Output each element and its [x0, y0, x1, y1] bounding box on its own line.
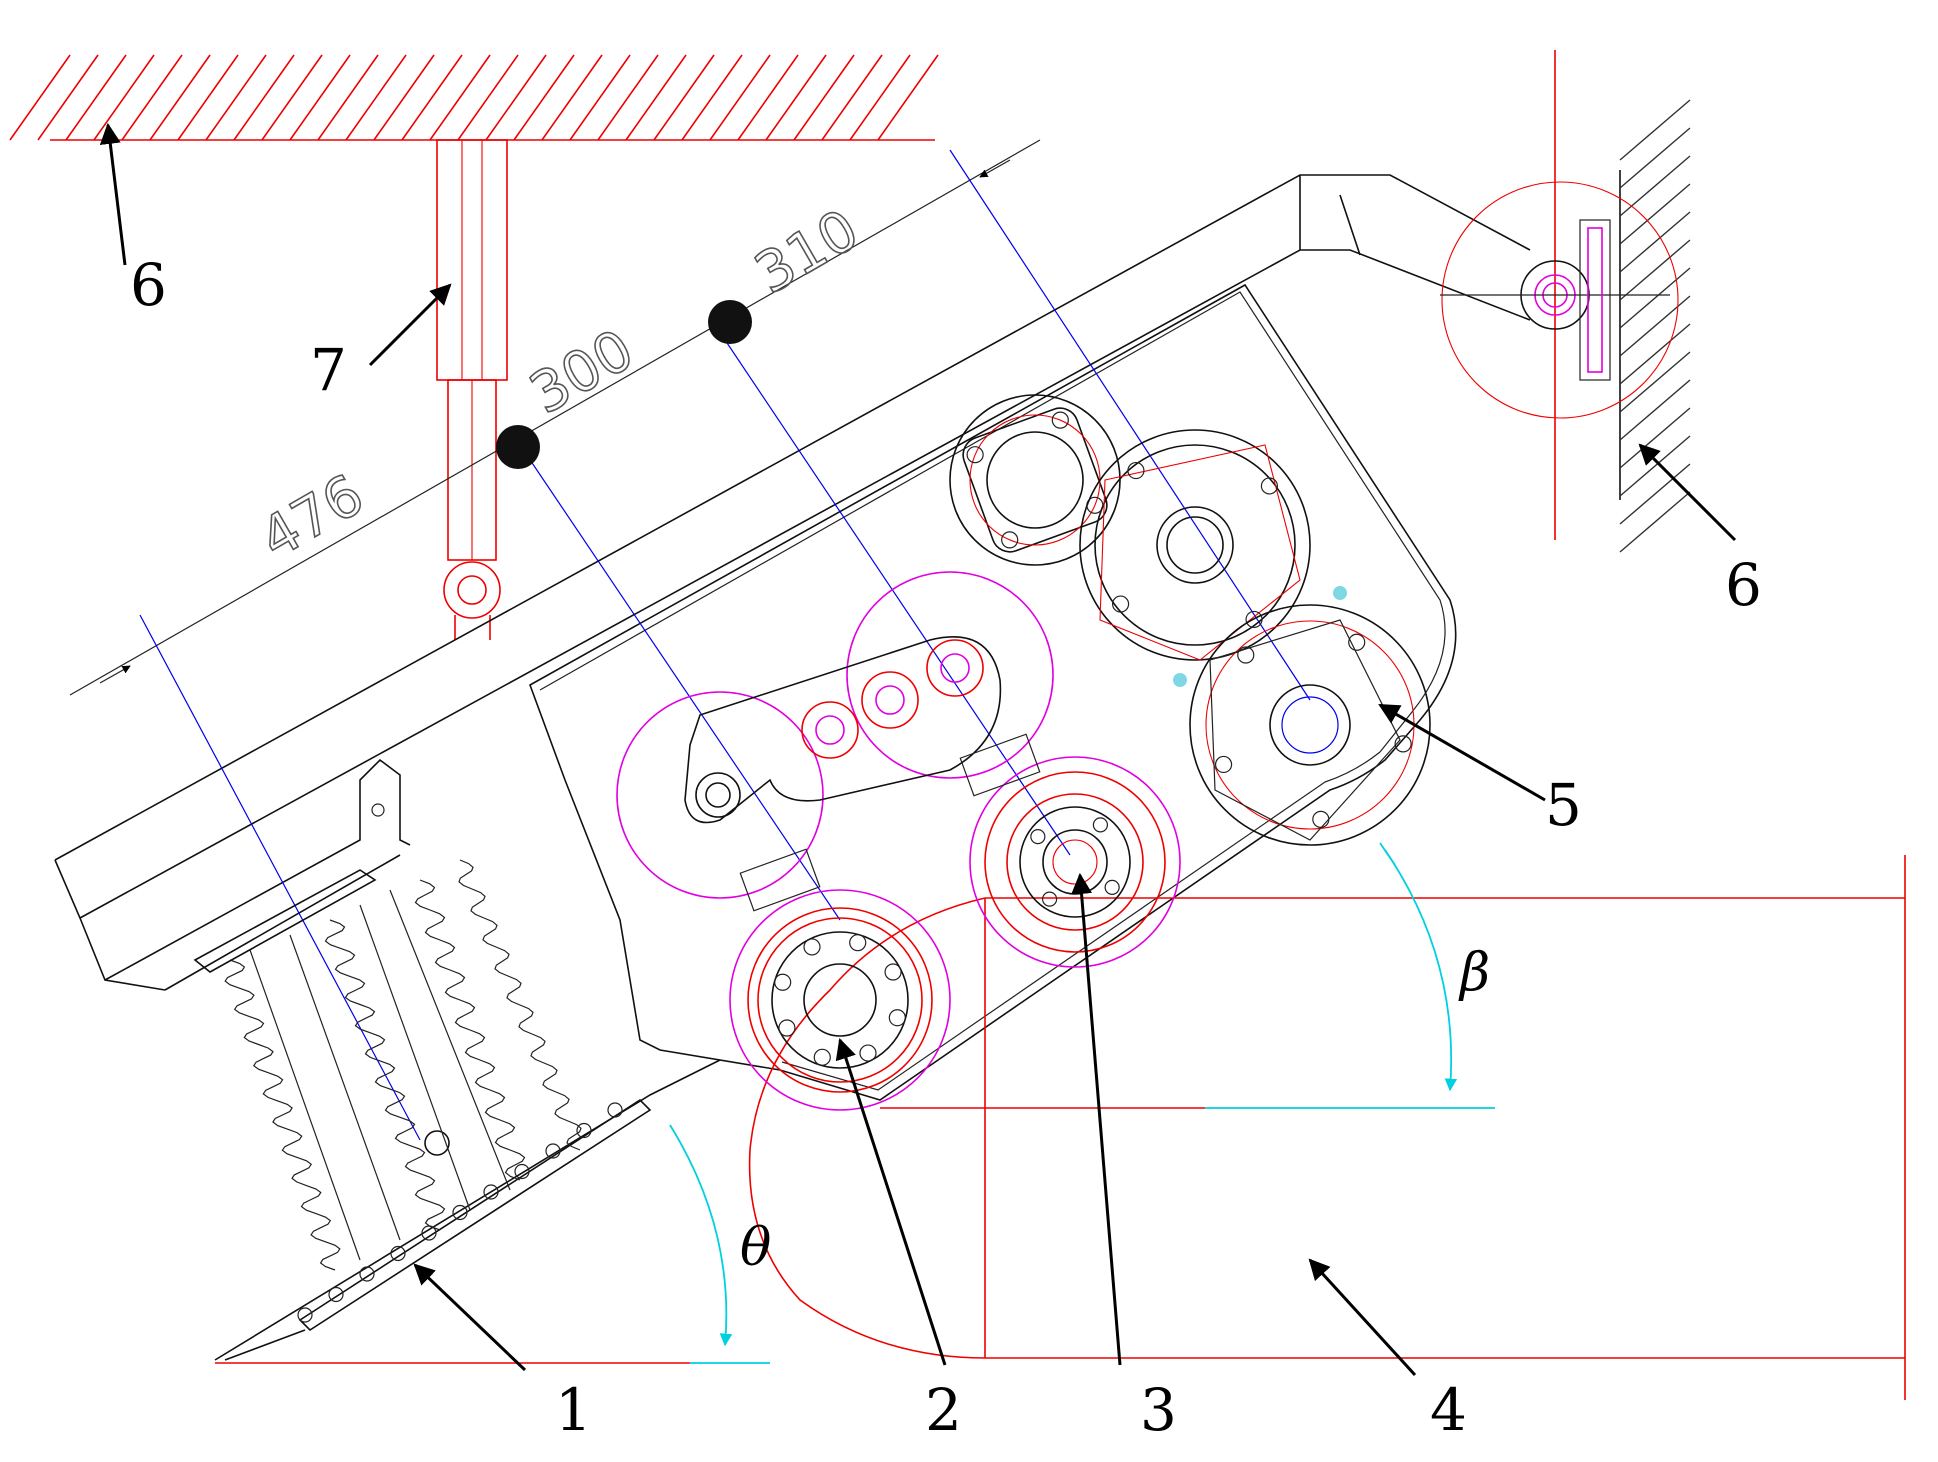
disc-blade: [214, 1059, 770, 1364]
dimension-476: 476: [250, 462, 375, 572]
pivot-point-2: [708, 300, 752, 344]
sprocket-2-bolts: [774, 934, 906, 1066]
drive-sprocket-2: [729, 889, 951, 1111]
crop-dividers: [193, 859, 582, 1271]
callout-5-gearbox: 5: [1545, 771, 1582, 839]
ceiling-mount: [9, 54, 939, 141]
dimension-310: 310: [745, 197, 870, 307]
angle-theta: θ: [669, 1124, 771, 1347]
callout-3-sprocket: 3: [1140, 1376, 1177, 1444]
gearbox-5: [1173, 586, 1431, 846]
drive-sprocket-3: [969, 756, 1181, 968]
callout-7-cylinder: 7: [310, 336, 347, 404]
dimension-line: 476 300 310: [69, 139, 1311, 1141]
conveyor-channel: [748, 855, 1906, 1400]
callout-2-sprocket: 2: [925, 1376, 962, 1444]
beta-label: β: [1458, 943, 1490, 1003]
dimension-300: 300: [520, 317, 645, 427]
wall-hatching: [1619, 99, 1691, 553]
angle-beta: β: [1379, 842, 1490, 1092]
leader-arrows: [99, 122, 1737, 1377]
callout-4-channel: 4: [1430, 1376, 1467, 1444]
pivot-bracket: [1440, 181, 1679, 419]
callout-6-ceiling: 6: [130, 251, 167, 319]
sprocket-3-bolts: [1030, 817, 1120, 907]
gearbox-housing: [529, 283, 1457, 1101]
theta-label: θ: [740, 1218, 771, 1278]
upper-gearbox-large: [1079, 429, 1311, 661]
pivot-point-1: [496, 425, 540, 469]
ceiling-hatching: [9, 54, 939, 141]
gearbox-5-bolts: [1214, 633, 1412, 828]
tensioner-idler-group: [616, 571, 1054, 912]
upper-gearbox-large-bolts: [1111, 461, 1279, 629]
callout-6-wall: 6: [1725, 551, 1762, 619]
callout-1-blade: 1: [555, 1376, 592, 1444]
hydraulic-cylinder: [436, 139, 508, 640]
blade-bolts: [297, 1102, 623, 1323]
